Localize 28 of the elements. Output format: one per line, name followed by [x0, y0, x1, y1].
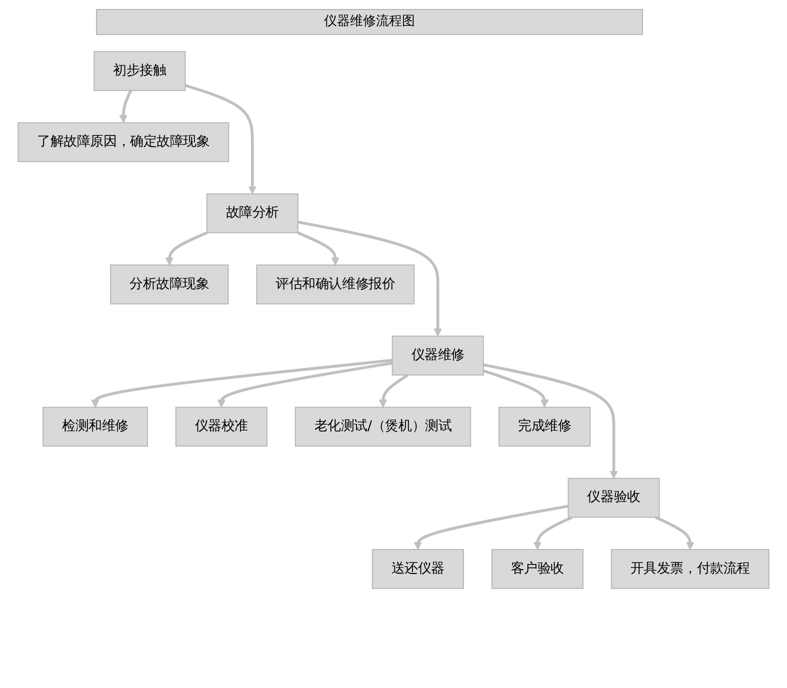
arrow — [217, 362, 393, 408]
process-box: 送还仪器 — [372, 549, 464, 589]
arrow — [378, 374, 409, 408]
arrow — [298, 220, 442, 336]
process-box: 故障分析 — [206, 193, 298, 234]
process-box: 了解故障原因，确定故障现象 — [18, 122, 230, 162]
process-box: 初步接触 — [94, 51, 186, 91]
diagram-title: 仪器维修流程图 — [96, 9, 643, 35]
arrow — [91, 358, 392, 408]
process-box: 分析故障现象 — [110, 264, 229, 304]
arrow — [654, 516, 694, 550]
process-box: 评估和确认维修报价 — [256, 264, 415, 304]
arrow — [483, 363, 618, 479]
process-box: 老化测试/（煲机）测试 — [294, 406, 472, 447]
process-box: 仪器校准 — [175, 406, 268, 447]
arrow — [482, 369, 549, 408]
process-box: 检测和维修 — [42, 406, 148, 447]
arrow — [119, 90, 132, 124]
process-box: 完成维修 — [498, 406, 591, 447]
arrow — [414, 504, 569, 550]
arrow — [297, 231, 340, 266]
arrow — [165, 231, 208, 266]
process-box: 仪器维修 — [392, 336, 484, 376]
process-box: 仪器验收 — [568, 478, 660, 518]
arrow — [184, 84, 257, 194]
arrow — [533, 516, 573, 550]
process-box: 客户验收 — [491, 549, 584, 589]
process-box: 开具发票，付款流程 — [610, 549, 770, 589]
